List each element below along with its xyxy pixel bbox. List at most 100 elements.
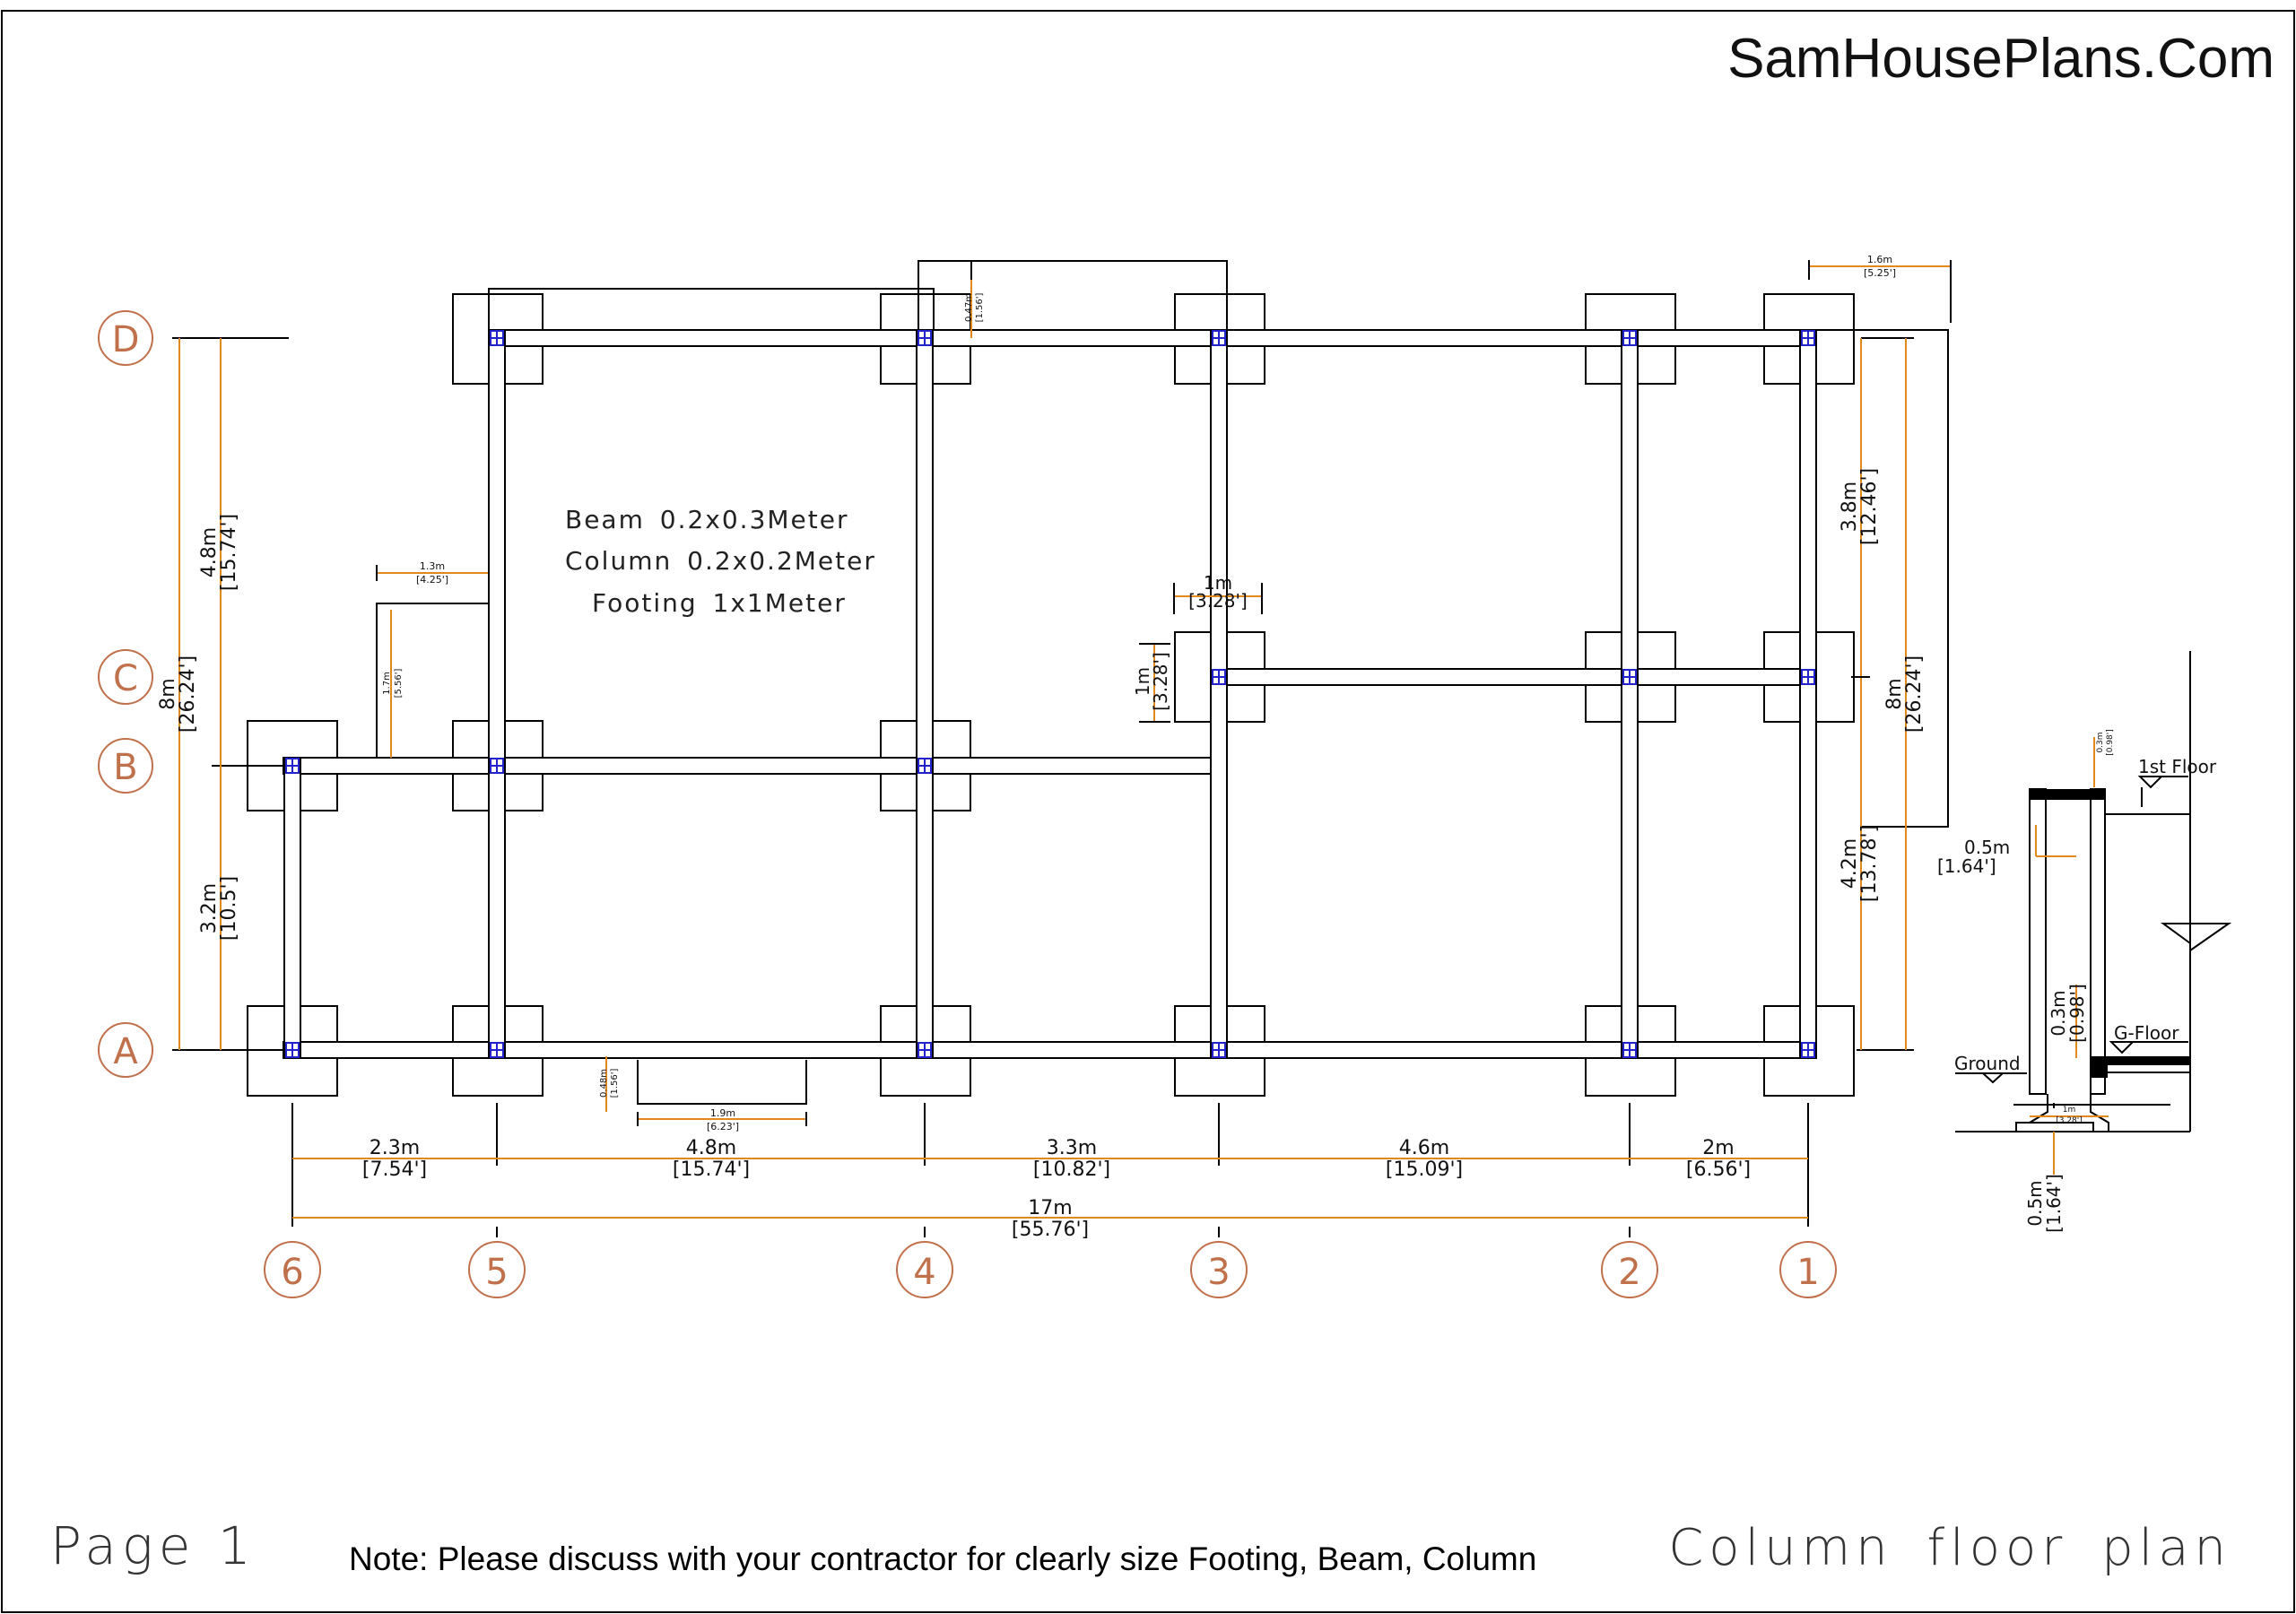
dim-right-total-ft: [26.24'] bbox=[1903, 655, 1926, 733]
column-marker bbox=[918, 758, 932, 774]
dim-6-5-m: 2.3m bbox=[370, 1137, 420, 1159]
dim-top-gap-m: 0.47m bbox=[964, 293, 974, 322]
spec-beam: Beam 0.2x0.3Meter bbox=[565, 505, 849, 534]
grid-label-6: 6 bbox=[281, 1252, 303, 1293]
sec-d4-m: 0.5m bbox=[2024, 1180, 2046, 1226]
contractor-note: Note: Please discuss with your contracto… bbox=[349, 1540, 1537, 1577]
dim-4-3-ft: [10.82'] bbox=[1033, 1158, 1110, 1181]
dim-left-ext-w-m: 1.3m bbox=[420, 560, 445, 572]
grid-bubble-5 bbox=[468, 1241, 526, 1298]
column-marker bbox=[1801, 1042, 1815, 1058]
grid-bubbles bbox=[98, 310, 1837, 1298]
section-dimension-lines bbox=[2030, 737, 2109, 1175]
dim-bottom-gap-m: 0.48m bbox=[599, 1069, 609, 1098]
grid-label-b: B bbox=[113, 747, 137, 788]
dim-mid-w-ft: [3.28'] bbox=[1188, 590, 1248, 612]
spec-footing: Footing 1x1Meter bbox=[592, 588, 847, 618]
dim-5-4-m: 4.8m bbox=[686, 1137, 736, 1159]
columns bbox=[285, 330, 1815, 1058]
grid-bubble-d bbox=[98, 310, 153, 366]
column-marker bbox=[918, 330, 932, 346]
label-g-floor: G-Floor bbox=[2114, 1022, 2179, 1044]
grid-bubble-1 bbox=[1779, 1241, 1837, 1298]
dim-left-ext-h-ft: [5.56'] bbox=[394, 668, 404, 698]
grid-label-3: 3 bbox=[1207, 1252, 1230, 1293]
section-slabs bbox=[2030, 789, 2190, 1078]
dim-5-4-ft: [15.74'] bbox=[673, 1158, 750, 1181]
spec-column: Column 0.2x0.2Meter bbox=[565, 546, 876, 576]
column-marker bbox=[1622, 330, 1637, 346]
sec-footing-m: 1m bbox=[2063, 1106, 2076, 1115]
dim-right-total-m: 8m bbox=[1883, 678, 1906, 709]
dim-3-2-ft: [15.09'] bbox=[1386, 1158, 1463, 1181]
grid-bubble-labels: D C B A 6 5 4 3 2 1 bbox=[112, 319, 1820, 1293]
column-marker bbox=[1212, 330, 1226, 346]
dim-b-a-m: 3.2m bbox=[198, 883, 221, 933]
small-dimension-text: 0.47m [1.56'] 1.6m [5.25'] 1.3m [4.25'] … bbox=[382, 254, 1896, 1132]
grid-bubble-b bbox=[98, 738, 153, 794]
dim-left-ext-h-m: 1.7m bbox=[382, 672, 392, 695]
column-marker bbox=[285, 1042, 300, 1058]
sec-d3-ft: [0.98'] bbox=[2066, 984, 2088, 1043]
column-marker bbox=[490, 330, 504, 346]
dim-6-5-ft: [7.54'] bbox=[362, 1158, 427, 1181]
dim-mid-h-m: 1m bbox=[1132, 667, 1153, 696]
spec-notes: Beam 0.2x0.3Meter Column 0.2x0.2Meter Fo… bbox=[565, 505, 876, 618]
dim-bottom-gap-ft: [1.56'] bbox=[610, 1068, 620, 1098]
grid-bubble-a bbox=[98, 1022, 153, 1078]
section-level-markers bbox=[1955, 776, 2188, 1084]
dim-total-ft: [55.76'] bbox=[1012, 1219, 1089, 1241]
dim-left-ext-w-ft: [4.25'] bbox=[416, 574, 448, 586]
dimension-lines bbox=[178, 265, 1951, 1219]
label-ground: Ground bbox=[1954, 1053, 2021, 1074]
dim-2-1-ft: [6.56'] bbox=[1686, 1158, 1751, 1181]
column-marker bbox=[1212, 669, 1226, 685]
dim-2-1-m: 2m bbox=[1702, 1137, 1734, 1159]
dim-bottom-w-ft: [6.23'] bbox=[707, 1121, 739, 1132]
dim-mid-h-ft: [3.28'] bbox=[1150, 652, 1171, 711]
grid-label-2: 2 bbox=[1618, 1252, 1640, 1293]
column-marker bbox=[918, 1042, 932, 1058]
dim-left-total-m: 8m bbox=[157, 678, 179, 709]
sec-d2-m: 0.5m bbox=[1964, 837, 2010, 858]
brand-title: SamHousePlans.Com bbox=[1727, 28, 2274, 90]
section-labels: 1st Floor G-Floor Ground 0.3m [0.98'] 0.… bbox=[1937, 729, 2217, 1233]
grid-bubble-2 bbox=[1601, 1241, 1658, 1298]
dim-top-right-ft: [5.25'] bbox=[1864, 267, 1896, 279]
grid-bubble-4 bbox=[896, 1241, 953, 1298]
grid-label-d: D bbox=[112, 319, 140, 360]
column-marker bbox=[1212, 1042, 1226, 1058]
dim-4-3-m: 3.3m bbox=[1047, 1137, 1097, 1159]
dim-mid-w-m: 1m bbox=[1204, 572, 1232, 594]
dim-d-b-m: 4.8m bbox=[198, 527, 221, 577]
page-number: Page 1 bbox=[50, 1515, 257, 1576]
grid-reference-lines bbox=[172, 337, 1914, 1237]
grid-bubble-c bbox=[98, 649, 153, 705]
column-marker bbox=[1622, 669, 1637, 685]
sec-d1-ft: [0.98'] bbox=[2106, 729, 2115, 756]
right-dimension-text: 3.8m [12.46'] 4.2m [13.78'] 8m [26.24'] bbox=[1839, 468, 1926, 902]
grid-label-4: 4 bbox=[913, 1252, 935, 1293]
sec-d4-ft: [1.64'] bbox=[2043, 1174, 2065, 1233]
column-marker bbox=[1622, 1042, 1637, 1058]
dim-c-a-ft: [13.78'] bbox=[1858, 825, 1881, 902]
grid-label-1: 1 bbox=[1796, 1252, 1819, 1293]
column-marker bbox=[285, 758, 300, 774]
dim-top-right-m: 1.6m bbox=[1867, 254, 1892, 265]
grid-label-a: A bbox=[113, 1031, 138, 1072]
label-first-floor: 1st Floor bbox=[2138, 756, 2217, 777]
sec-d1-m: 0.3m bbox=[2096, 732, 2105, 752]
dim-d-c-m: 3.8m bbox=[1839, 482, 1861, 532]
dim-bottom-w-m: 1.9m bbox=[710, 1107, 735, 1119]
dim-left-total-ft: [26.24'] bbox=[177, 655, 199, 733]
plan-title: Column floor plan bbox=[1668, 1519, 2231, 1577]
column-marker bbox=[1801, 669, 1815, 685]
sec-footing-ft: [3.28'] bbox=[2056, 1116, 2083, 1125]
left-dimension-text: 4.8m [15.74'] 3.2m [10.5'] 8m [26.24'] bbox=[157, 514, 240, 941]
beams bbox=[283, 329, 1817, 1059]
grid-label-c: C bbox=[113, 658, 138, 699]
column-marker bbox=[1801, 330, 1815, 346]
grid-bubble-6 bbox=[264, 1241, 321, 1298]
dim-3-2-m: 4.6m bbox=[1399, 1137, 1449, 1159]
